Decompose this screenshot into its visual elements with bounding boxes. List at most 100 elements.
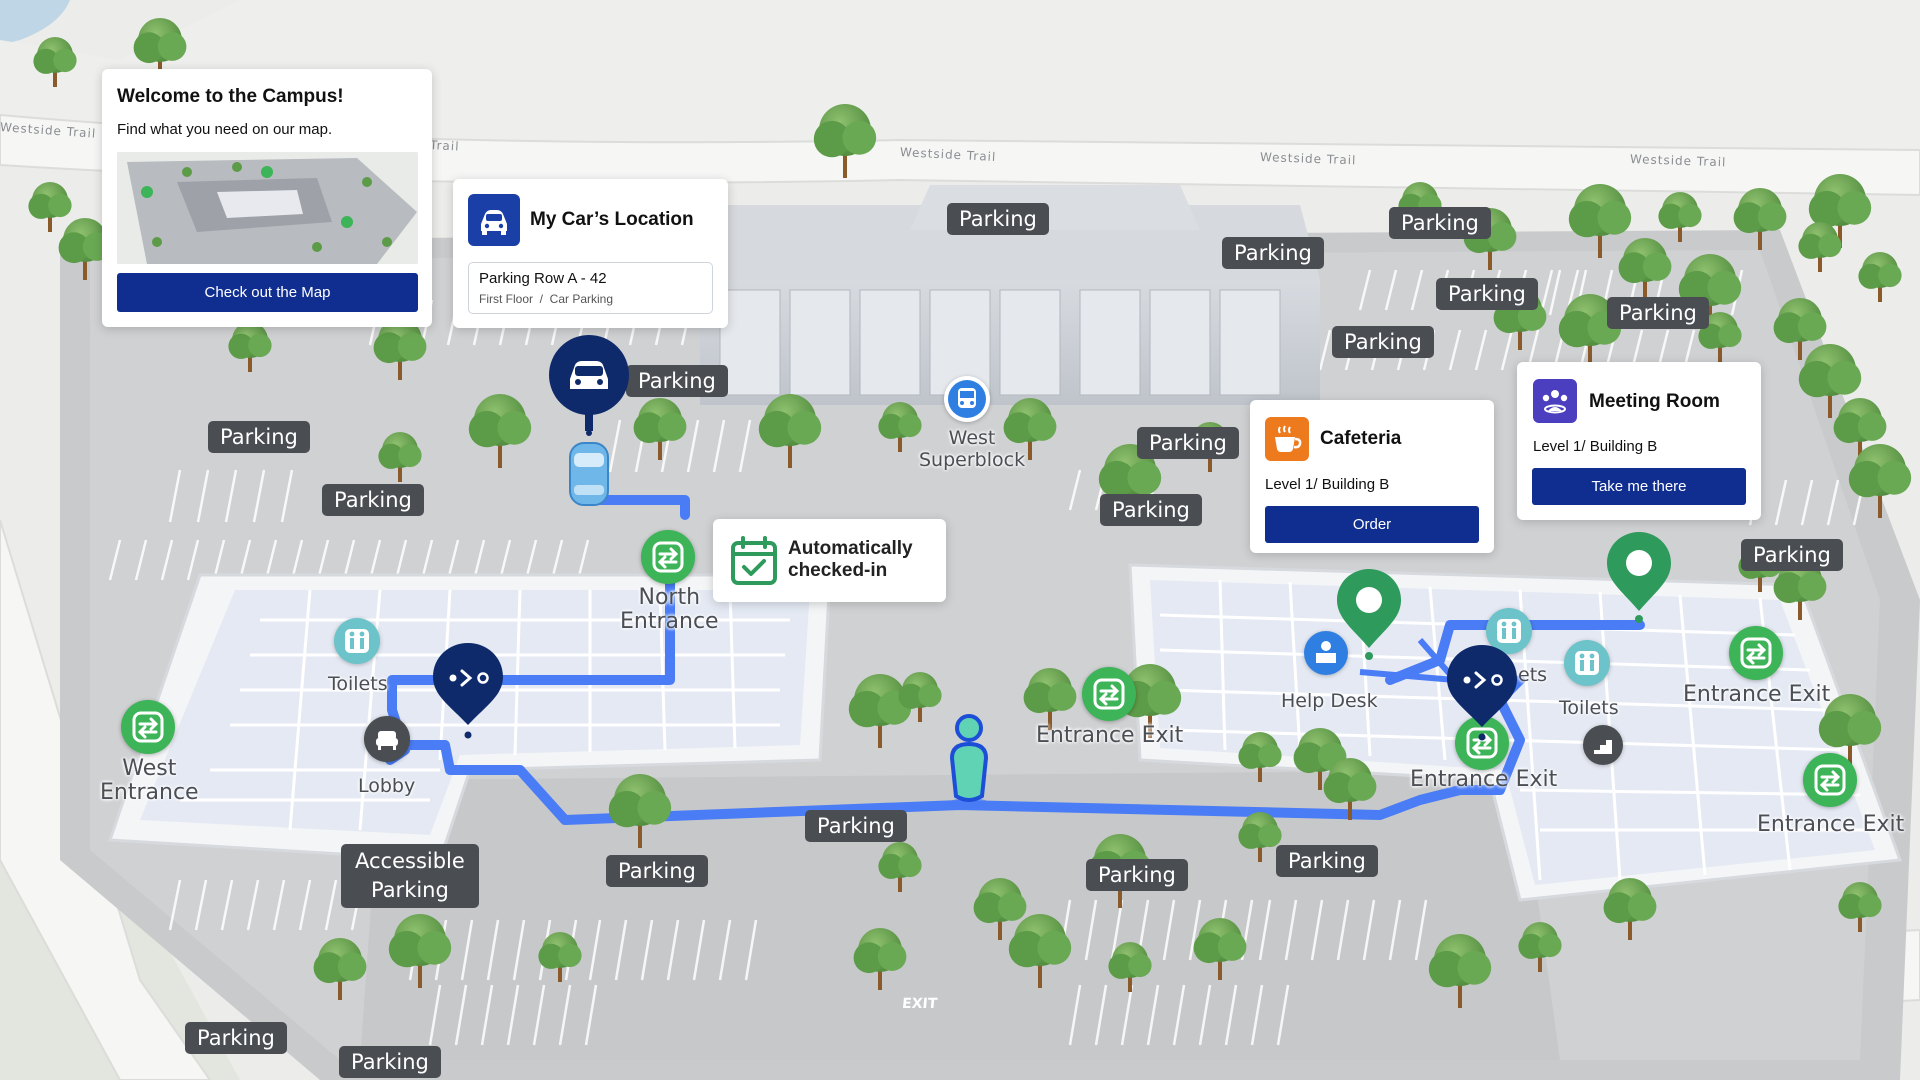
parking-label[interactable]: Parking [805, 810, 907, 842]
lobby-label: Lobby [358, 775, 416, 797]
calendar-check-icon [731, 536, 777, 585]
parking-stall-line [550, 539, 564, 581]
parking-label[interactable]: Parking [185, 1022, 287, 1054]
entrance-exit-marker[interactable] [1803, 753, 1857, 807]
cafeteria-card: Cafeteria Level 1/ Building B Order [1250, 400, 1494, 553]
parking-stall-line [324, 879, 338, 931]
toilets-icon [1497, 619, 1521, 643]
meeting-room-destination-pin[interactable] [1604, 529, 1674, 625]
toilets-marker[interactable] [1564, 640, 1610, 686]
grass-area [0, 0, 1920, 170]
meeting-title: Meeting Room [1589, 391, 1720, 412]
order-button[interactable]: Order [1265, 506, 1479, 543]
parking-label[interactable]: Parking [1436, 278, 1538, 310]
bus-stop-marker[interactable] [944, 376, 990, 422]
parking-label[interactable]: Parking [947, 203, 1049, 235]
parking-stall-line [1414, 899, 1428, 961]
location-pin-icon [1607, 532, 1671, 623]
parking-stall-line [460, 919, 474, 981]
entrance-exit-label: Entrance Exit [1036, 723, 1184, 748]
north-entrance-line1: North [638, 585, 701, 610]
route-direction-icon [433, 643, 503, 739]
parking-stall-line [196, 469, 210, 523]
accessible-parking-line2: Parking [370, 878, 449, 902]
parking-label[interactable]: Parking [1741, 539, 1843, 571]
parking-label[interactable]: Parking [1607, 297, 1709, 329]
parking-stall-line [1068, 984, 1082, 1046]
parking-stall-line [1094, 984, 1108, 1046]
parking-stall-line [1276, 984, 1290, 1046]
car-pin-icon [549, 335, 629, 506]
parking-stall-line [272, 879, 286, 931]
mini-map-thumbnail[interactable] [117, 152, 418, 264]
meeting-location: Level 1/ Building B [1533, 438, 1658, 455]
route-direction-icon [1447, 645, 1517, 741]
check-out-map-button[interactable]: Check out the Map [117, 273, 418, 312]
west-entrance-line2: Entrance [100, 780, 199, 805]
parking-stall-line [738, 419, 752, 473]
cafeteria-location: Level 1/ Building B [1265, 476, 1390, 493]
parking-stall-line [608, 419, 622, 473]
parking-stall-line [394, 539, 408, 581]
parking-stall-line [584, 984, 598, 1046]
north-entrance-label: North Entrance [620, 586, 719, 634]
accessible-parking-label[interactable]: Accessible Parking [341, 844, 479, 908]
coffee-cup-icon [1275, 425, 1302, 452]
parking-label[interactable]: Parking [626, 365, 728, 397]
route-waypoint-marker[interactable] [429, 639, 507, 739]
car-card-icon [468, 194, 520, 246]
parking-label[interactable]: Parking [1276, 845, 1378, 877]
entrance-arrows-icon [1093, 678, 1125, 710]
parking-stall-line [486, 919, 500, 981]
parking-label[interactable]: Parking [1222, 237, 1324, 269]
parking-label[interactable]: Parking [339, 1046, 441, 1078]
water-area [0, 0, 70, 45]
exit-road-marking: EXIT [901, 996, 938, 1012]
parking-stall-line [640, 919, 654, 981]
parking-stall-line [108, 539, 122, 581]
north-entrance-marker[interactable] [641, 530, 695, 584]
car-icon [481, 210, 507, 235]
take-me-there-button[interactable]: Take me there [1532, 468, 1746, 505]
parking-label[interactable]: Parking [322, 484, 424, 516]
parking-label[interactable]: Parking [1332, 326, 1434, 358]
cafeteria-destination-pin[interactable] [1334, 566, 1404, 662]
toilets-marker[interactable] [334, 618, 380, 664]
help-desk-label: Help Desk [1281, 690, 1378, 712]
checkin-text: Automatically checked-in [788, 538, 913, 582]
lobby-marker[interactable] [364, 716, 410, 762]
parking-stall-line [186, 539, 200, 581]
entrance-arrows-icon [652, 541, 684, 573]
parking-label[interactable]: Parking [1086, 859, 1188, 891]
parking-label[interactable]: Parking [1389, 207, 1491, 239]
west-entrance-line1: West [122, 756, 177, 781]
parking-stall-line [692, 919, 706, 981]
entrance-exit-marker[interactable] [1729, 626, 1783, 680]
parking-label[interactable]: Parking [1100, 494, 1202, 526]
stairs-marker[interactable] [1583, 725, 1623, 765]
parking-stall-line [212, 539, 226, 581]
help-desk-marker[interactable] [1304, 631, 1348, 675]
parking-stall-line [576, 539, 590, 581]
west-superblock-line1: West [948, 427, 996, 449]
parking-stall-line [220, 879, 234, 931]
parking-label[interactable]: Parking [606, 855, 708, 887]
parked-car-marker[interactable] [548, 333, 630, 513]
parking-stall-line [238, 539, 252, 581]
parking-label[interactable]: Parking [1137, 427, 1239, 459]
toilets-icon [1575, 651, 1599, 675]
route-waypoint-marker[interactable] [1443, 641, 1521, 741]
west-entrance-marker[interactable] [121, 700, 175, 754]
entrance-exit-marker[interactable] [1082, 667, 1136, 721]
parking-label[interactable]: Parking [208, 421, 310, 453]
entrance-arrows-icon [1814, 764, 1846, 796]
current-position-marker[interactable] [944, 710, 994, 810]
toilets-marker[interactable] [1486, 608, 1532, 654]
parking-stall-line [246, 879, 260, 931]
parking-stall-line [1198, 984, 1212, 1046]
parking-stall-line [290, 539, 304, 581]
car-location-box[interactable]: Parking Row A - 42 First Floor / Car Par… [468, 262, 713, 314]
parking-stall-line [224, 469, 238, 523]
parking-stall-line [1224, 984, 1238, 1046]
parking-stall-line [1250, 984, 1264, 1046]
